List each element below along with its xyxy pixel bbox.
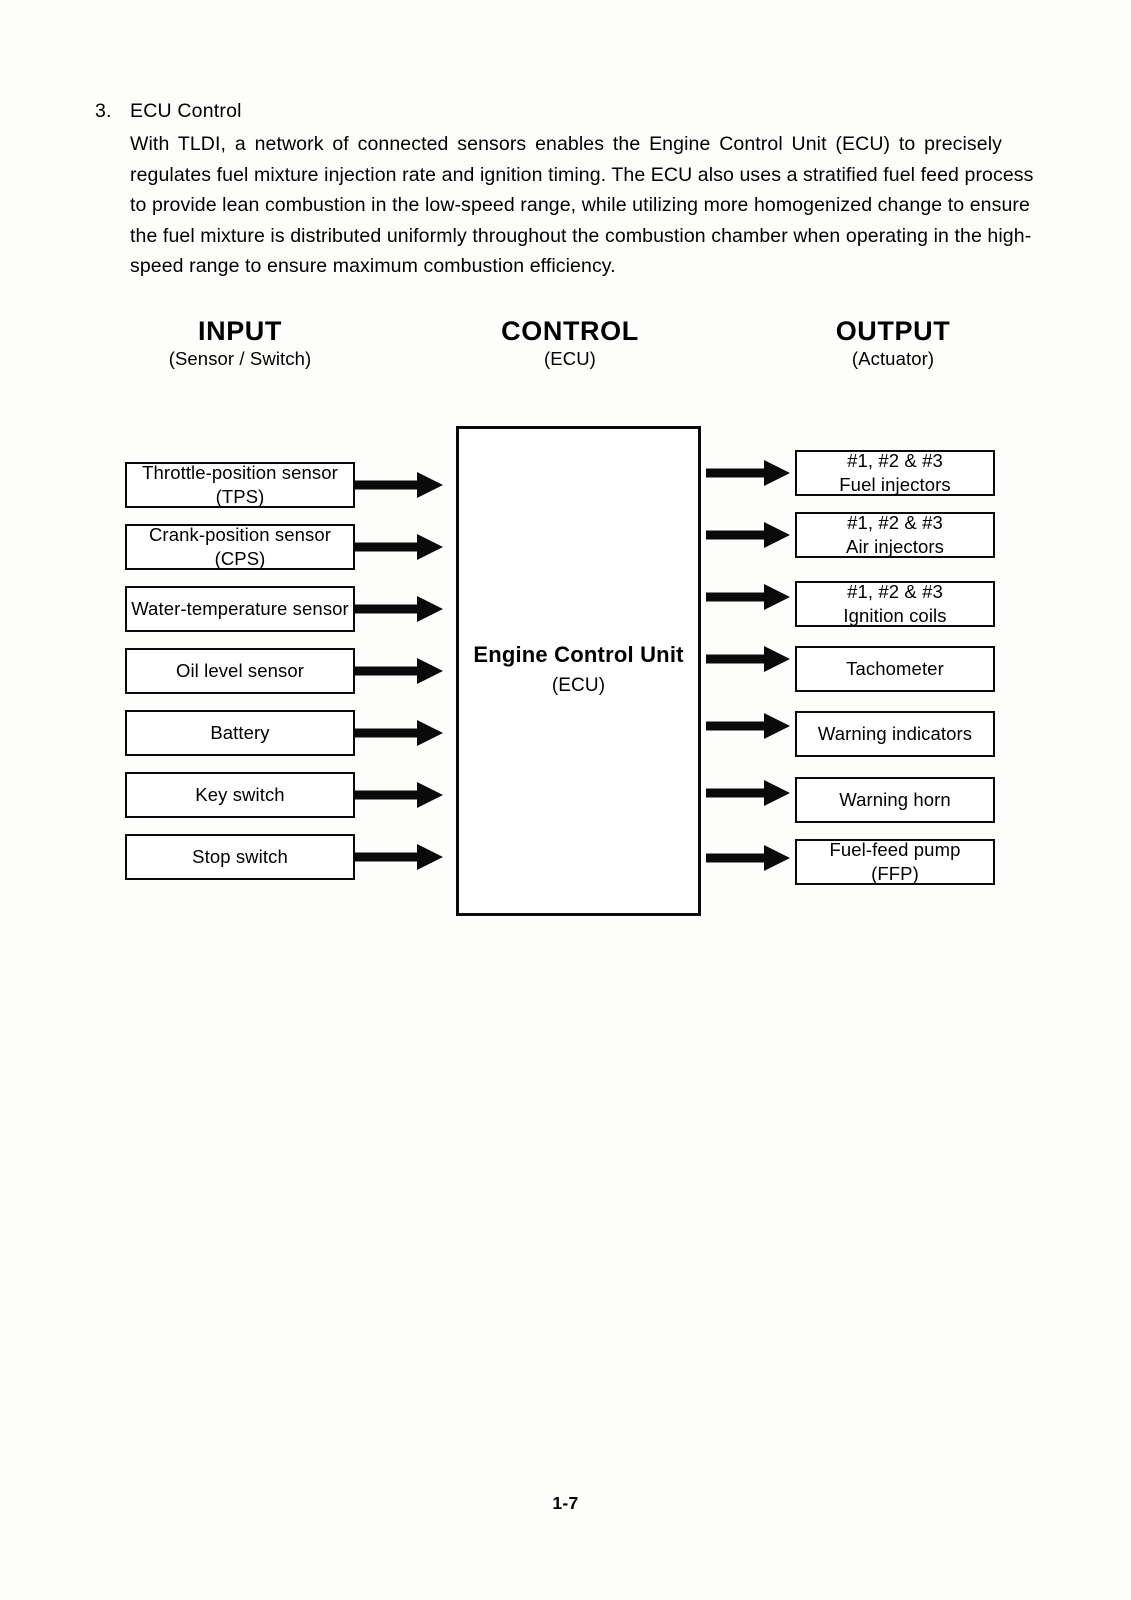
output-node: #1, #2 & #3 Ignition coils (795, 581, 995, 627)
section-title: ECU Control (130, 100, 242, 122)
ecu-title: Engine Control Unit (473, 642, 684, 667)
node-line-1: Warning horn (839, 789, 951, 810)
node-line-2: (TPS) (215, 486, 265, 507)
input-node: Stop switch (125, 834, 355, 880)
column-subtitle: (Actuator) (851, 348, 935, 369)
arrow-input-to-ecu (355, 782, 443, 808)
node-line-1: Battery (210, 722, 270, 743)
node-line-1: #1, #2 & #3 (847, 450, 943, 471)
input-node: Battery (125, 710, 355, 756)
arrow-ecu-to-output (706, 646, 790, 672)
arrow-ecu-to-output (706, 780, 790, 806)
section-paragraph: With TLDI, a network of connected sensor… (130, 129, 1034, 282)
column-title: CONTROL (501, 316, 639, 346)
output-node: Tachometer (795, 646, 995, 692)
node-line-2: Ignition coils (843, 605, 947, 626)
node-line-1: #1, #2 & #3 (847, 512, 943, 533)
column-header-control: CONTROL (ECU) (470, 316, 670, 372)
output-node: #1, #2 & #3 Fuel injectors (795, 450, 995, 496)
node-line-1: Stop switch (192, 846, 288, 867)
node-line-2: Fuel injectors (839, 474, 951, 495)
output-node: Warning indicators (795, 711, 995, 757)
output-node: #1, #2 & #3 Air injectors (795, 512, 995, 558)
page-footer: 1-7 (552, 1493, 579, 1513)
node-line-1: Warning indicators (817, 723, 973, 744)
input-node: Crank-position sensor (CPS) (125, 524, 355, 570)
arrow-ecu-to-output (706, 845, 790, 871)
arrow-ecu-to-output (706, 713, 790, 739)
column-title: OUTPUT (835, 316, 951, 346)
paragraph-line: to provide lean combustion in the low-sp… (130, 194, 1030, 216)
arrow-ecu-to-output (706, 460, 790, 486)
arrow-input-to-ecu (355, 844, 443, 870)
column-title: INPUT (198, 316, 282, 346)
node-line-1: Tachometer (846, 658, 944, 679)
arrow-ecu-to-output (706, 584, 790, 610)
input-node: Throttle-position sensor (TPS) (125, 462, 355, 508)
column-header-input: INPUT (Sensor / Switch) (140, 316, 340, 372)
ecu-label: Engine Control Unit (ECU) (456, 642, 701, 697)
paragraph-line: regulates fuel mixture injection rate an… (130, 163, 1034, 186)
input-node: Key switch (125, 772, 355, 818)
section-number: 3. (95, 100, 112, 122)
input-node: Water-temperature sensor (125, 586, 355, 632)
arrow-ecu-to-output (706, 522, 790, 548)
column-subtitle: (ECU) (544, 348, 596, 369)
input-node: Oil level sensor (125, 648, 355, 694)
arrow-input-to-ecu (355, 472, 443, 498)
output-node: Warning horn (795, 777, 995, 823)
node-line-2: (FFP) (871, 863, 919, 884)
ecu-box (456, 426, 701, 916)
paragraph-line: the fuel mixture is distributed uniforml… (130, 224, 1032, 247)
column-subtitle: (Sensor / Switch) (168, 348, 312, 369)
node-line-1: #1, #2 & #3 (847, 581, 943, 602)
node-line-1: Crank-position sensor (148, 524, 332, 545)
output-node: Fuel-feed pump (FFP) (795, 839, 995, 885)
column-header-output: OUTPUT (Actuator) (793, 316, 993, 372)
node-line-1: Fuel-feed pump (829, 839, 961, 860)
ecu-subtitle: (ECU) (551, 675, 606, 696)
node-line-2: (CPS) (214, 548, 266, 569)
paragraph-line: With TLDI, a network of connected sensor… (130, 133, 1002, 155)
node-line-2: Air injectors (846, 536, 944, 557)
node-line-1: Water-temperature sensor (131, 598, 349, 619)
arrow-input-to-ecu (355, 596, 443, 622)
arrow-input-to-ecu (355, 534, 443, 560)
arrow-input-to-ecu (355, 720, 443, 746)
node-line-1: Oil level sensor (175, 660, 305, 681)
arrow-input-to-ecu (355, 658, 443, 684)
node-line-1: Key switch (195, 784, 285, 805)
paragraph-line: speed range to ensure maximum combustion… (130, 255, 616, 277)
node-line-1: Throttle-position sensor (142, 462, 338, 483)
